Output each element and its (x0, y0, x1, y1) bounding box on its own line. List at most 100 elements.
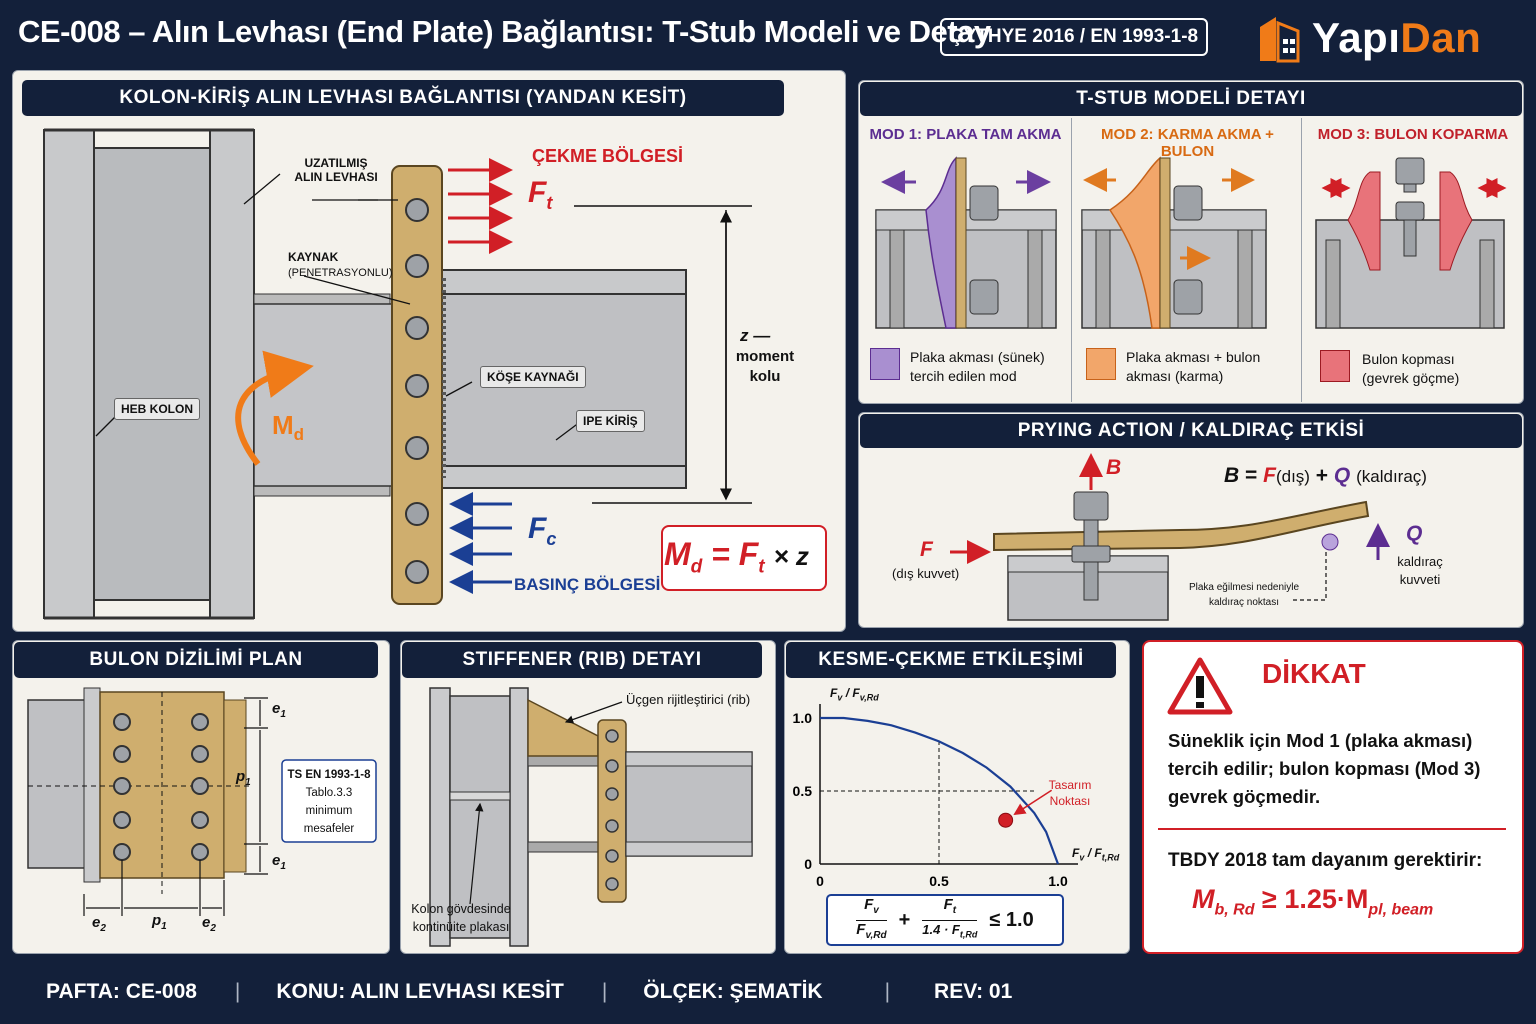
tstub-mode-2: MOD 2: KARMA AKMA + BULON (1074, 118, 1302, 402)
x-tick-label: 1.0 (1048, 873, 1068, 889)
mode-3-title: MOD 3: BULON KOPARMA (1317, 126, 1509, 143)
mode-2-legend-1: Plaka akması + bulon (1126, 349, 1261, 365)
warning-title: DİKKAT (1262, 658, 1366, 689)
tension-arrows (448, 158, 513, 254)
fillet-weld-tag: KÖŞE KAYNAĞI (480, 366, 586, 388)
column-stiffener-bottom (253, 485, 391, 497)
footer-topic: KONU: ALIN LEVHASI KESİT (276, 980, 564, 1003)
moment-formula-box (661, 525, 827, 591)
e1-top-label: e1 (272, 700, 286, 720)
footer-separator: | (884, 980, 891, 1003)
leader-weld (303, 275, 411, 305)
moment-formula: Md = Ft × z (664, 536, 809, 578)
stiffener-drawing (429, 687, 753, 947)
warning-line-3: gevrek göçmedir. (1168, 786, 1321, 807)
heb-column (43, 128, 255, 620)
prying-f-desc: (dış kuvvet) (892, 566, 960, 581)
prying-panel (858, 412, 1524, 628)
standard-badge: ÇYTHYE 2016 / EN 1993-1-8 (940, 18, 1208, 56)
rib-label: Üçgen rijitleştirici (rib) (626, 692, 751, 707)
bolt-plan-title: BULON DİZİLİMİ PLAN (14, 642, 378, 678)
prying-f-label: F (920, 538, 933, 561)
footer-rev: REV: 01 (934, 980, 1013, 1003)
tstub-drawings (875, 156, 1507, 329)
y-tick-label: 0.5 (793, 783, 813, 799)
tension-zone-label: ÇEKME BÖLGESİ (532, 146, 684, 166)
column-stiffener-top (253, 293, 391, 305)
design-point-label-1: Tasarım (1048, 778, 1092, 792)
prying-pivot-desc-2: kaldıraç noktası (1208, 597, 1280, 608)
interaction-chart: 0 0.5 1.0 0 0.5 1.0 (793, 704, 1078, 889)
weld-label: KAYNAK (288, 250, 339, 264)
leader-column (95, 415, 117, 437)
interaction-curve (820, 716, 1060, 865)
fraction-2: Ft 1.4 · Ft,Rd (922, 896, 978, 940)
triangular-rib (527, 698, 599, 757)
footer-separator: | (601, 980, 608, 1003)
main-connection-drawing (43, 128, 827, 620)
tstub-mode-3: MOD 3: BULON KOPARMA (1304, 118, 1522, 402)
brand-name: YapıDan (1312, 14, 1482, 61)
mode-3-legend-1: Bulon kopması (1362, 351, 1455, 367)
y-tick-label: 0 (804, 856, 812, 872)
warning-divider (1158, 828, 1506, 830)
p1-bottom-label: p1 (152, 912, 167, 932)
z-label: z — (740, 326, 771, 345)
min-distance-note-box (281, 759, 377, 843)
extended-plate-label: UZATILMIŞ ALIN LEVHASI (294, 156, 378, 184)
e1-bottom-label: e1 (272, 852, 286, 872)
x-axis-label: Fv / Ft,Rd (1072, 846, 1120, 863)
weld-sub-label: (PENETRASYONLU) (288, 267, 393, 279)
prying-q-desc-2: kuvveti (1399, 572, 1441, 587)
footer-scale: ÖLÇEK: ŞEMATİK (643, 980, 823, 1003)
mode-1-legend-2: tercih edilen mod (910, 368, 1017, 384)
warning-line-1: Süneklik için Mod 1 (plaka akması) (1168, 730, 1473, 751)
mode-3-legend-2: (gevrek göçme) (1362, 370, 1460, 386)
chart-guides (820, 741, 1035, 864)
x-tick-label: 0.5 (929, 873, 949, 889)
mode-1-drawing (875, 156, 1057, 329)
fc-label: Fc (528, 512, 557, 549)
mode-2-legend-2: akması (karma) (1126, 368, 1224, 384)
design-point (998, 812, 1014, 828)
stiffener-title: STIFFENER (RIB) DETAYI (402, 642, 762, 678)
prying-pivot-desc-1: Plaka eğilmesi nedeniyle (1188, 582, 1300, 593)
mode-1-title: MOD 1: PLAKA TAM AKMA (869, 126, 1062, 143)
x-tick-labels: 0 0.5 1.0 (816, 873, 1068, 889)
prying-pivot (1321, 533, 1339, 551)
design-point-leader (1013, 789, 1053, 816)
footer-separator: | (234, 980, 241, 1003)
bolt-plan-drawing (27, 687, 377, 916)
warning-line-4: TBDY 2018 tam dayanım gerektirir: (1168, 850, 1483, 871)
bolts (405, 198, 429, 584)
p1-right-label: p1 (236, 768, 251, 788)
design-point-label-2: Noktası (1049, 794, 1091, 808)
y-axis-label: Fv / Fv,Rd (830, 686, 879, 703)
prying-q-desc-1: kaldıraç (1397, 554, 1443, 569)
mode-2-swatch (1086, 348, 1116, 380)
column-tag: HEB KOLON (114, 398, 200, 420)
prying-equation: B = F(dış) + Q (kaldıraç) (1224, 464, 1427, 487)
md-label: Md (272, 410, 305, 445)
mode-2-legend: Plaka akması + bulon akması (karma) (1086, 348, 1260, 386)
mode-3-swatch (1320, 350, 1350, 382)
mode-2-title: MOD 2: KARMA AKMA + BULON (1101, 126, 1274, 160)
x-tick-label: 0 (816, 873, 824, 889)
ft-label: Ft (528, 176, 553, 213)
tstub-panel-title: T-STUB MODELİ DETAYI (860, 82, 1522, 116)
beam-tag: IPE KİRİŞ (576, 410, 645, 432)
tstub-mode-1: MOD 1: PLAKA TAM AKMA (860, 118, 1072, 402)
warning-icon (1167, 657, 1233, 715)
mode-1-swatch (870, 348, 900, 380)
compression-arrows (449, 492, 512, 594)
interaction-title: KESME-ÇEKME ETKİLEŞİMİ (786, 642, 1116, 678)
z-desc-1: moment (735, 348, 795, 365)
leader-fillet (445, 381, 473, 397)
formula-plus: + (898, 908, 911, 931)
y-tick-label: 1.0 (793, 710, 813, 726)
prying-panel-title: PRYING ACTION / KALDIRAÇ ETKİSİ (860, 414, 1522, 448)
mode-1-legend: Plaka akması (sünek)tercih edilen mod (870, 348, 1045, 386)
e2-right-label: e2 (202, 914, 216, 934)
brand-logo: YapıDan (1256, 10, 1506, 66)
